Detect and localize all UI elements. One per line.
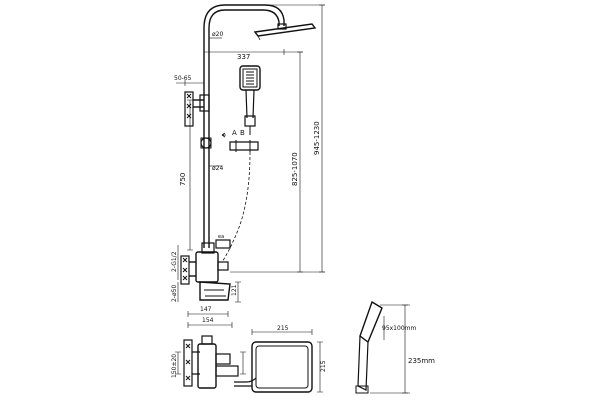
dim-depth-147: 147 — [200, 306, 212, 313]
dim-inlet-spacing: 150±20 — [171, 354, 178, 378]
dim-rail-diameter: ø24 — [212, 165, 223, 172]
dim-wall-offset: 50-65 — [174, 75, 192, 82]
rain-shower-head — [253, 23, 317, 41]
dim-spout-height: 121 — [231, 284, 238, 296]
rain-head-top-view — [234, 329, 323, 393]
dim-rail-length: 750 — [179, 173, 187, 186]
hand-shower — [239, 65, 261, 135]
dim-inlet-thread-2: 2-ø50 — [171, 285, 178, 302]
upper-wall-bracket — [184, 91, 210, 127]
dim-inlet-thread: 2-G1/2 — [171, 251, 178, 272]
label-b: B — [240, 129, 245, 137]
hand-shower-side-view — [355, 300, 410, 394]
label-a: A — [232, 129, 237, 137]
hand-shower-holder: A B — [221, 129, 259, 152]
dim-hand-head-size: 95x100mm — [382, 325, 416, 332]
dim-total-height: 945-1230 — [313, 121, 321, 155]
dim-pipe-diameter: ø20 — [212, 31, 223, 38]
dim-arm-reach: 337 — [237, 53, 250, 61]
valve-label: ea — [218, 234, 224, 240]
dim-head-depth: 215 — [320, 360, 327, 372]
rail-slider — [200, 137, 212, 149]
shower-hose — [221, 151, 251, 263]
dim-slider-height: 825-1070 — [291, 152, 299, 186]
mixer-body: ea — [180, 234, 231, 301]
dim-hand-length: 235mm — [408, 357, 435, 365]
dim-depth-154: 154 — [202, 317, 214, 324]
dim-head-width: 215 — [277, 325, 289, 332]
mixer-top-view — [175, 335, 246, 389]
dimension-lines — [176, 4, 325, 328]
